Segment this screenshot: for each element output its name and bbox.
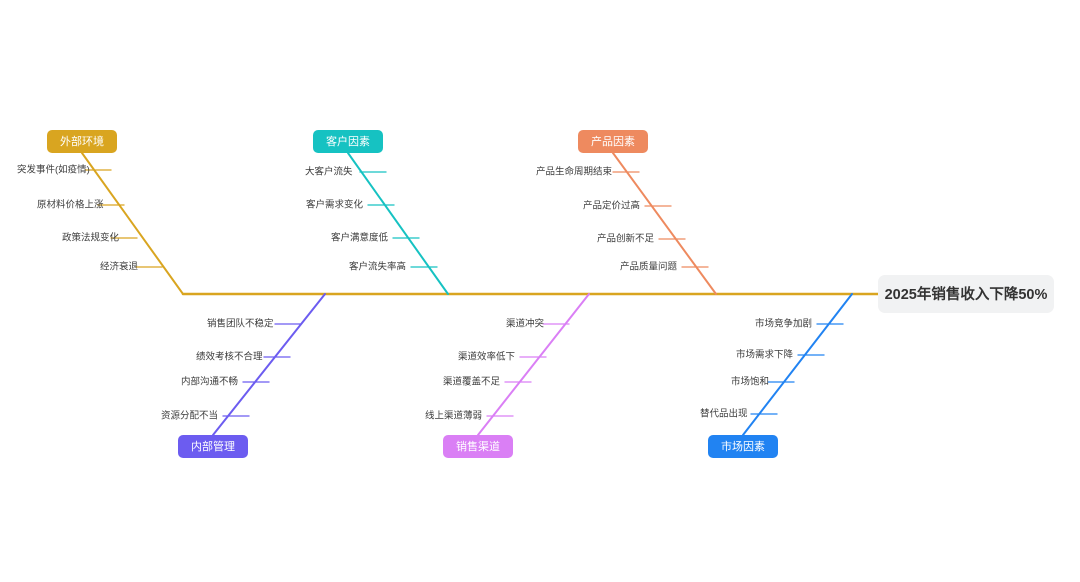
category-box-customer-factors[interactable]	[313, 130, 383, 153]
cause-label-internal-management-1[interactable]: 绩效考核不合理	[196, 351, 263, 363]
cause-label-external-environment-2[interactable]: 政策法规变化	[62, 232, 120, 244]
head-group: 2025年销售收入下降50%	[878, 275, 1054, 313]
cause-label-customer-factors-1[interactable]: 客户需求变化	[306, 199, 364, 211]
cause-label-customer-factors-0[interactable]: 大客户流失	[305, 166, 353, 178]
cause-label-product-factors-2[interactable]: 产品创新不足	[597, 233, 655, 245]
cause-label-internal-management-3[interactable]: 资源分配不当	[161, 410, 218, 422]
category-box-internal-management[interactable]	[178, 435, 248, 458]
branch-rib-internal-management	[212, 293, 326, 436]
head-label: 2025年销售收入下降50%	[885, 285, 1048, 303]
cause-label-product-factors-0[interactable]: 产品生命周期结束	[536, 166, 613, 178]
cause-label-internal-management-0[interactable]: 销售团队不稳定	[207, 318, 274, 330]
cause-label-customer-factors-2[interactable]: 客户满意度低	[331, 232, 389, 244]
category-label-market-factors: 市场因素	[721, 439, 765, 453]
cause-label-product-factors-1[interactable]: 产品定价过高	[583, 200, 640, 212]
branch-rib-product-factors	[612, 152, 717, 295]
cause-label-market-factors-2[interactable]: 市场饱和	[731, 376, 769, 388]
cause-label-external-environment-1[interactable]: 原材料价格上涨	[37, 199, 104, 211]
branch-rib-market-factors	[742, 293, 853, 436]
category-box-sales-channel[interactable]	[443, 435, 513, 458]
head-box[interactable]	[878, 275, 1054, 313]
category-label-external-environment: 外部环境	[60, 134, 104, 148]
cause-label-external-environment-3[interactable]: 经济衰退	[100, 261, 139, 273]
cause-label-product-factors-3[interactable]: 产品质量问题	[620, 261, 678, 273]
category-label-customer-factors: 客户因素	[326, 134, 370, 148]
cause-label-internal-management-2[interactable]: 内部沟通不畅	[181, 376, 238, 388]
branches-group: 突发事件(如疫情)原材料价格上涨政策法规变化经济衰退外部环境大客户流失客户需求变…	[17, 130, 853, 458]
category-box-product-factors[interactable]	[578, 130, 648, 153]
cause-label-customer-factors-3[interactable]: 客户流失率高	[349, 261, 406, 273]
cause-label-sales-channel-2[interactable]: 渠道覆盖不足	[443, 376, 501, 388]
category-box-market-factors[interactable]	[708, 435, 778, 458]
cause-label-market-factors-0[interactable]: 市场竞争加剧	[755, 318, 812, 330]
category-label-internal-management: 内部管理	[191, 439, 235, 453]
cause-label-market-factors-3[interactable]: 替代品出现	[700, 408, 748, 420]
cause-label-sales-channel-1[interactable]: 渠道效率低下	[458, 351, 515, 363]
category-label-product-factors: 产品因素	[591, 134, 635, 148]
category-box-external-environment[interactable]	[47, 130, 117, 153]
cause-label-sales-channel-0[interactable]: 渠道冲突	[506, 318, 545, 330]
cause-label-sales-channel-3[interactable]: 线上渠道薄弱	[425, 410, 482, 422]
cause-label-market-factors-1[interactable]: 市场需求下降	[736, 349, 794, 361]
branch-rib-sales-channel	[477, 293, 590, 436]
category-label-sales-channel: 销售渠道	[456, 439, 500, 453]
branch-rib-customer-factors	[347, 152, 449, 295]
branch-rib-external-environment	[81, 152, 184, 295]
cause-label-external-environment-0[interactable]: 突发事件(如疫情)	[17, 164, 90, 176]
